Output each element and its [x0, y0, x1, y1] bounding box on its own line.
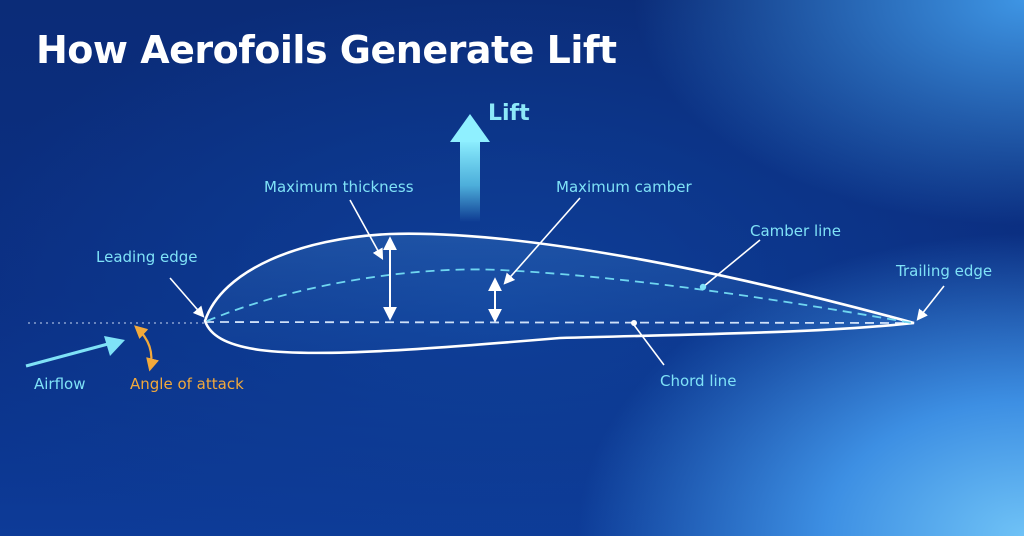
- aerofoil-outline: [203, 232, 915, 355]
- camber-line-marker-icon: [699, 283, 707, 291]
- airflow-arrow-icon: [25, 336, 125, 368]
- leading-edge-label: Leading edge: [96, 248, 198, 266]
- max-thickness-leader: [349, 199, 384, 260]
- lift-arrow-icon: [450, 114, 490, 222]
- camber-line-leader: [702, 239, 761, 288]
- max-camber-leader: [503, 197, 581, 285]
- trailing-edge-leader: [916, 285, 945, 321]
- camber-line: [206, 268, 913, 324]
- leading-edge-leader: [169, 277, 205, 318]
- airflow-label: Airflow: [34, 375, 86, 393]
- chord-line-leader: [633, 324, 665, 366]
- lift-label: Lift: [488, 101, 530, 126]
- angle-of-attack-arc-icon: [134, 325, 159, 372]
- chord-line-marker-icon: [631, 320, 637, 326]
- page-title: How Aerofoils Generate Lift: [36, 28, 617, 72]
- maximum-thickness-label: Maximum thickness: [264, 178, 414, 196]
- trailing-edge-label: Trailing edge: [895, 262, 992, 280]
- angle-of-attack-label: Angle of attack: [130, 375, 244, 393]
- camber-line-label: Camber line: [750, 222, 841, 240]
- maximum-camber-label: Maximum camber: [556, 178, 692, 196]
- chord-line-label: Chord line: [660, 372, 736, 390]
